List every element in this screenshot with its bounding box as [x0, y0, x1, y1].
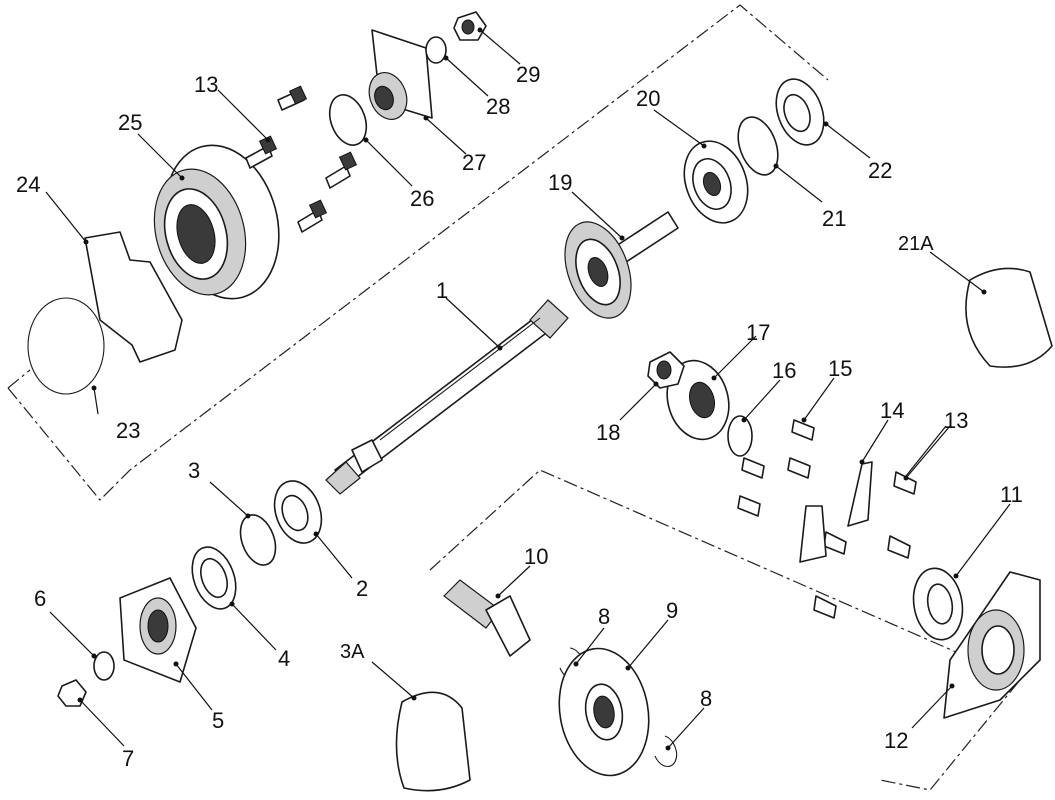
- bearing-11: [912, 567, 964, 641]
- seal-26: [328, 94, 368, 146]
- shaft-10: [443, 579, 531, 657]
- callout-6: 6: [34, 586, 46, 611]
- callout-27: 27: [462, 150, 486, 175]
- callout-28: 28: [486, 94, 510, 119]
- callout-11: 11: [1000, 482, 1023, 507]
- seal-4: [191, 546, 237, 610]
- nut-29: [453, 11, 487, 41]
- callout-1: 1: [436, 278, 448, 303]
- callout-10: 10: [524, 544, 548, 569]
- callout-18: 18: [596, 420, 620, 445]
- callout-4: 4: [278, 646, 290, 671]
- leader-lines: [45, 27, 1011, 751]
- callout-9: 9: [666, 598, 678, 623]
- callout-8a: 8: [598, 604, 610, 629]
- bolts-right: [737, 419, 917, 619]
- callout-13b: 13: [944, 408, 968, 433]
- o-ring-23: [27, 297, 105, 395]
- callout-14: 14: [880, 398, 904, 423]
- callout-26: 26: [410, 186, 434, 211]
- cover-27: [368, 29, 433, 120]
- clip-8b: [654, 735, 678, 768]
- cover-21A: [965, 267, 1053, 368]
- callout-5: 5: [212, 708, 224, 733]
- callout-21A: 21A: [898, 233, 934, 255]
- bracket-14b: [799, 505, 827, 563]
- callout-22: 22: [868, 158, 892, 183]
- callout-19: 19: [548, 170, 572, 195]
- callout-25: 25: [118, 110, 142, 135]
- bearing-22: [775, 78, 825, 146]
- cover-3A: [395, 691, 471, 792]
- bearing-20: [683, 140, 749, 224]
- washer-28: [425, 36, 447, 64]
- snap-ring-21: [737, 116, 779, 176]
- ring-16: [727, 415, 753, 457]
- callout-13a: 13: [194, 72, 218, 97]
- callout-17: 17: [746, 320, 770, 345]
- callout-24: 24: [16, 172, 40, 197]
- group-boundary-lower: [429, 469, 1021, 791]
- gear-9: [558, 647, 650, 777]
- snap-ring-3: [239, 514, 277, 566]
- callout-20: 20: [636, 86, 660, 111]
- group-boundary-upper: [7, 4, 829, 501]
- shim-24: [84, 231, 183, 363]
- callout-3: 3: [188, 458, 200, 483]
- housing-12: [943, 571, 1041, 719]
- callout-12: 12: [884, 728, 908, 753]
- callout-7: 7: [122, 746, 134, 771]
- callout-16: 16: [772, 358, 796, 383]
- bracket-14a: [847, 461, 873, 527]
- bevel-gear-shaft: [564, 211, 679, 319]
- callout-8b: 8: [700, 686, 712, 711]
- callout-15: 15: [828, 356, 852, 381]
- callout-29: 29: [516, 62, 540, 87]
- bolts-upper: [245, 85, 358, 233]
- bearing-2: [273, 480, 323, 544]
- washer-6: [93, 651, 115, 681]
- callout-2: 2: [356, 576, 368, 601]
- group-boundary-upper-left: [7, 369, 31, 389]
- callout-3A: 3A: [340, 641, 365, 663]
- main-shaft: [325, 299, 569, 495]
- housing-25: [153, 144, 280, 300]
- callout-23: 23: [116, 418, 140, 443]
- nut-18: [647, 351, 685, 389]
- callout-21: 21: [822, 206, 846, 231]
- flange-5: [119, 577, 197, 683]
